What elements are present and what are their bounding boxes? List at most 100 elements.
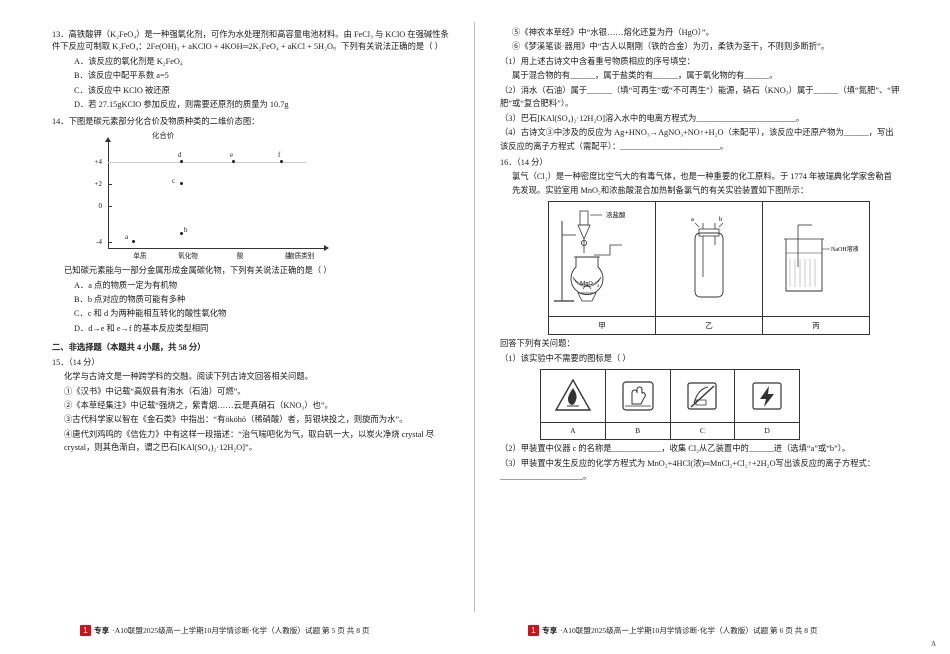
question-13-stem: 13．高铁酸钾（K₂FeO₄）是一种强氧化剂，可作为水处理剂和高容量电池材料。由… xyxy=(52,30,449,52)
y-tick-2 xyxy=(108,184,112,186)
gridline-top xyxy=(108,162,306,164)
question-16-stem: 氯气（Cl₂）是一种密度比空气大的有毒气体，也是一种重要的化工原料。于 1774… xyxy=(512,172,892,195)
oxidation-state-chart: 化合价 +4 +2 0 -4 单质 氧化物 酸 盐 物质类别 a xyxy=(66,131,366,262)
no-entry-slashed-icon xyxy=(687,382,717,410)
data-point-f xyxy=(280,160,284,164)
question-15-sub-1: （1）用上述古诗文中含着重号物质相应的序号填空： xyxy=(500,56,695,66)
svg-text:浓盐酸: 浓盐酸 xyxy=(606,210,626,219)
q14-choice-c: C．c 和 d 为两种能相互转化的酸性氧化物 xyxy=(74,309,227,319)
question-15-sub-1-detail: 属于混合物的有______，属于盐类的有______，属于氧化物的有______… xyxy=(512,71,778,81)
footer-text-left: ·A10联盟2025级高一上学期10月学情诊断·化学（人教版）试题 第 5 页 … xyxy=(112,626,370,635)
data-point-d xyxy=(180,160,184,164)
question-16-sub-3: （3）甲装置中发生反应的化学方程式为 MnO₂+4HCl(浓)═MnCl₂+Cl… xyxy=(500,458,876,481)
icon-option-cell-b xyxy=(604,369,671,424)
x-tick-label-0: 单质 xyxy=(133,253,147,261)
question-14-stem: 14．下图是碳元素部分化合价及物质种类的二维价态图： xyxy=(52,116,260,126)
question-16-head: 16．（14 分） xyxy=(500,157,548,167)
chart-title: 化合价 xyxy=(152,131,175,141)
left-column: 13．高铁酸钾（K₂FeO₄）是一种强氧化剂，可作为水处理剂和高容量电池材料。由… xyxy=(52,26,452,456)
data-point-a xyxy=(132,240,136,244)
question-15-line-1: ①《汉书》中记载“高奴县有洧水（石油）可燃”。 xyxy=(64,386,246,396)
icon-option-cell-c xyxy=(669,369,736,424)
x-tick-label-1: 氧化物 xyxy=(178,253,198,261)
apparatus-cell-bing: NaOH溶液 xyxy=(762,201,870,318)
brand-name-left: 专享 xyxy=(94,626,110,635)
gas-generator-diagram: 浓盐酸 MnO 2 xyxy=(554,210,626,302)
data-point-label-f: f xyxy=(278,151,281,160)
svg-text:MnO: MnO xyxy=(580,281,593,287)
question-14-note: 已知碳元素能与一部分金属形成金属碳化物，下列有关说法正确的是（ ） xyxy=(64,266,332,276)
gas-collection-bottle-diagram: a b xyxy=(691,216,724,298)
q13-choice-c: C．该反应中 KClO 被还原 xyxy=(74,85,170,95)
icon-option-label-b: B xyxy=(604,422,671,441)
question-15-head: 15．（14 分） xyxy=(52,357,100,367)
brand-name-right: 专享 xyxy=(542,626,558,635)
hazard-icon-options-table: A B C D xyxy=(540,369,800,441)
label-b: b xyxy=(719,216,722,223)
data-point-label-c: c xyxy=(172,177,176,186)
brand-logo-left-icon: 1 xyxy=(80,625,91,636)
y-tick-label-2: 0 xyxy=(98,202,103,211)
q14-choice-a: A．a 点的物质一定为有机物 xyxy=(74,280,178,290)
icon-option-cell-a xyxy=(540,369,606,424)
electric-shock-hazard-icon xyxy=(752,382,782,410)
q13-choice-d: D．若 27.15gKClO 参加反应，则需要还原剂的质量为 10.7g xyxy=(74,100,289,110)
brand-logo-right-icon: 1 xyxy=(528,625,539,636)
naoh-absorption-beaker-diagram: NaOH溶液 xyxy=(784,224,859,292)
question-15-line-4: ④唐代刘鸡鸣的《信佐力》中有这样一段描述：“治气喘吧化为气，取白矾一大，以炭火净… xyxy=(64,429,435,453)
q14-choice-b: B．b 点对应的物质可能有多种 xyxy=(74,294,186,304)
gloves-protection-icon xyxy=(622,381,654,411)
x-tick-label-3: 盐 xyxy=(284,253,292,261)
q13-choice-b: B．该反应中配平系数 a=5 xyxy=(74,71,169,81)
x-axis xyxy=(108,248,326,250)
icon-option-label-c: C xyxy=(669,422,736,441)
question-16-sub-2: （2）甲装置中仪器 c 的名称是____________，收集 Cl₂从乙装置中… xyxy=(500,444,851,454)
x-axis-title: 物质类别 xyxy=(288,253,315,261)
q14-choice-d: D．d→e 和 e→f 的基本反应类型相同 xyxy=(74,323,209,333)
apparatus-cell-jia: 浓盐酸 MnO 2 xyxy=(548,201,656,318)
footer-right: 1 专享 ·A10联盟2025级高一上学期10月学情诊断·化学（人教版）试题 第… xyxy=(528,625,818,636)
data-point-e xyxy=(232,160,236,164)
page-center-divider xyxy=(474,22,475,612)
q13-choice-a: A．该反应的氧化剂是 K₂FeO₄ xyxy=(74,56,183,66)
label-a: a xyxy=(691,216,694,223)
y-axis-arrow xyxy=(105,137,111,143)
question-15-line-0: 化学与古诗文是一种跨学科的交融。阅读下列古诗文回答相关问题。 xyxy=(64,372,313,382)
question-15-line-5: ⑤《神农本草经》中“水银……熔化还复为丹（HgO）”。 xyxy=(512,28,714,37)
corner-mark: A xyxy=(930,640,936,648)
y-tick-label-1: +2 xyxy=(94,180,102,189)
question-15-sub-3: （3）巴石[KAl(SO₄)₂·12H₂O]溶入水中的电离方程式为_______… xyxy=(500,113,805,123)
icon-option-label-a: A xyxy=(540,422,606,441)
data-point-label-a: a xyxy=(125,233,129,242)
data-point-c xyxy=(180,182,184,186)
svg-text:NaOH溶液: NaOH溶液 xyxy=(831,245,859,253)
footer-left: 1 专享 ·A10联盟2025级高一上学期10月学情诊断·化学（人教版）试题 第… xyxy=(80,625,370,636)
y-tick-minus4 xyxy=(108,242,112,244)
apparatus-label-yi: 乙 xyxy=(655,316,763,336)
question-16-answer-head: 回答下列有关问题： xyxy=(500,339,575,349)
flammable-hazard-icon xyxy=(554,378,592,411)
question-14-choices: A．a 点的物质一定为有机物 B．b 点对应的物质可能有多种 C．c 和 d 为… xyxy=(52,279,452,336)
question-15-sub-2: （2）消水（石油）属于______（填“可再生”或“不可再生”）能源，硝石（KN… xyxy=(500,85,900,109)
question-15-line-6: ⑥《梦溪笔谈·器用》中“古人以剛剛（铁的合金）为刃，柔铁为茎干，不则则多断折”。 xyxy=(512,42,830,52)
question-13-choices: A．该反应的氧化剂是 K₂FeO₄ B．该反应中配平系数 a=5 C．该反应中 … xyxy=(52,55,452,112)
data-point-b xyxy=(180,232,184,236)
x-axis-arrow xyxy=(324,244,329,251)
apparatus-cell-yi: a b xyxy=(655,201,763,318)
y-axis xyxy=(108,142,109,249)
icon-option-label-d: D xyxy=(734,422,800,441)
section-2-title: 二、非选择题（本题共 4 小题，共 58 分） xyxy=(52,343,206,353)
data-point-label-d: d xyxy=(178,151,182,160)
question-15-sub-4: （4）古诗文③中涉及的反应为 Ag+HNO₃→AgNO₃+NO↑+H₂O（未配平… xyxy=(500,128,894,151)
apparatus-label-jia: 甲 xyxy=(548,316,656,336)
question-15-line-2: ②《本草经集注》中记载“强烧之，紫青烟……云是真硝石（KNO₃）也”。 xyxy=(64,401,333,410)
question-16-sub-1: （1）该实验中不需要的图标是（ ） xyxy=(500,353,631,363)
y-tick-label-0: +4 xyxy=(94,158,102,167)
icon-option-cell-d xyxy=(734,369,800,424)
right-column: ⑤《神农本草经》中“水银……熔化还复为丹（HgO）”。 ⑥《梦溪笔谈·器用》中“… xyxy=(500,26,900,484)
question-15-line-3: ③古代科学家以智在《金石类》中指出：“有ököhö（稀硝酸）者，剪银块投之，则旋… xyxy=(64,415,408,425)
x-tick-label-2: 酸 xyxy=(236,253,244,261)
apparatus-figure-table: 浓盐酸 MnO 2 xyxy=(548,201,870,336)
y-tick-label-3: -4 xyxy=(96,238,102,247)
